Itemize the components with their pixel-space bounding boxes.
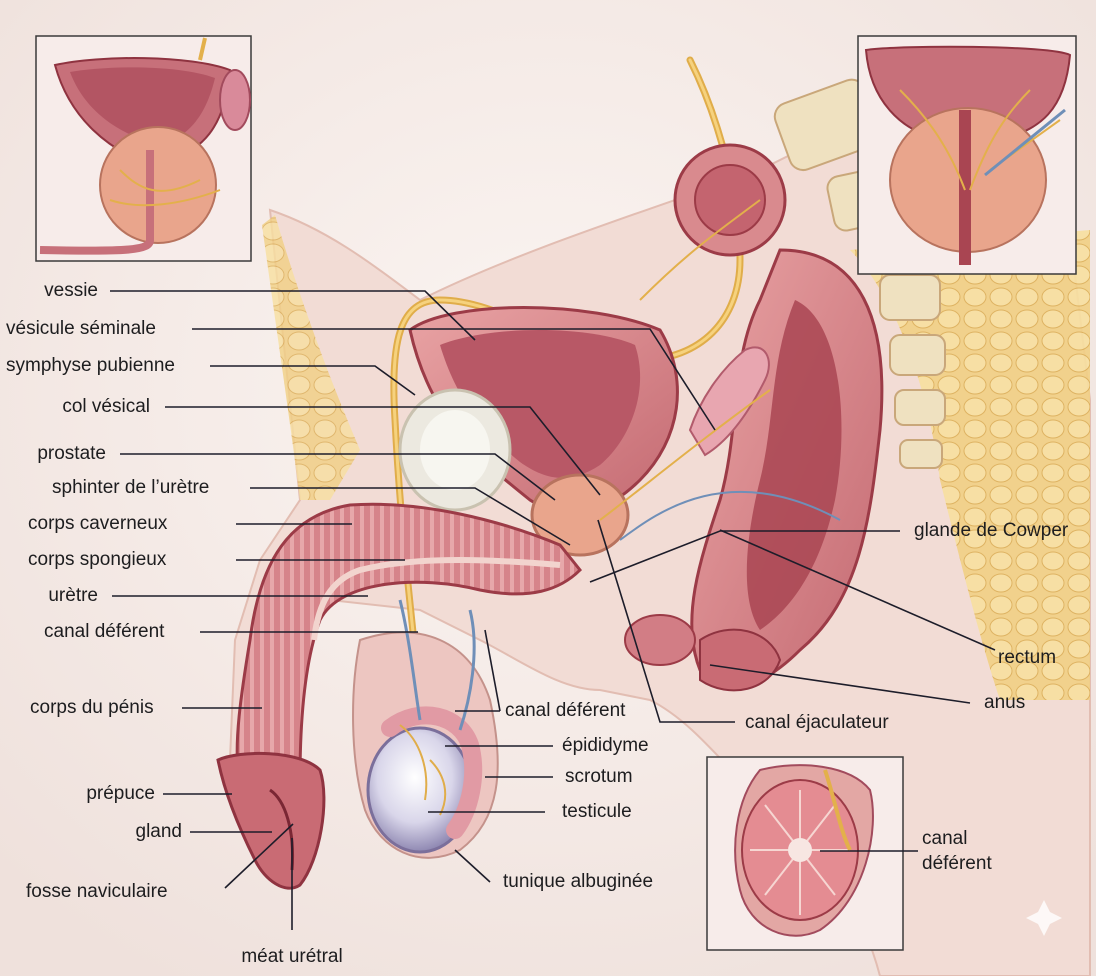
label-tunique-albuginee: tunique albuginée <box>503 871 653 893</box>
label-scrotum: scrotum <box>565 766 633 788</box>
label-testicule: testicule <box>562 801 632 823</box>
label-epididyme: épididyme <box>562 735 649 757</box>
label-canal-deferent-left: canal déférent <box>44 621 164 643</box>
label-uretre: urètre <box>10 585 98 607</box>
label-vesicule-seminale: vésicule séminale <box>6 318 156 340</box>
label-canal-deferent-mid: canal déférent <box>505 700 625 722</box>
label-canal-inset-line2: déférent <box>922 853 992 875</box>
label-gland: gland <box>10 821 182 843</box>
label-fosse-naviculaire: fosse naviculaire <box>26 881 168 903</box>
label-vessie: vessie <box>10 280 98 302</box>
label-corps-caverneux: corps caverneux <box>28 513 167 535</box>
label-prostate: prostate <box>10 443 106 465</box>
label-sphincter: sphinter de l’urètre <box>52 477 209 499</box>
label-col-vesical: col vésical <box>10 396 150 418</box>
label-symphyse-pubienne: symphyse pubienne <box>6 355 175 377</box>
label-corps-du-penis: corps du pénis <box>30 697 154 719</box>
label-canal-inset-line1: canal <box>922 828 967 850</box>
label-rectum: rectum <box>998 647 1056 669</box>
inset-bottom-right <box>707 757 903 950</box>
label-corps-spongieux: corps spongieux <box>28 549 166 571</box>
label-prepuce: prépuce <box>10 783 155 805</box>
inset-top-right <box>858 36 1076 274</box>
label-glande-de-cowper: glande de Cowper <box>914 520 1068 542</box>
label-anus: anus <box>984 692 1025 714</box>
label-canal-ejaculateur: canal éjaculateur <box>745 712 889 734</box>
inset-top-left <box>36 36 251 261</box>
label-meat-uretral: méat urétral <box>212 946 372 968</box>
